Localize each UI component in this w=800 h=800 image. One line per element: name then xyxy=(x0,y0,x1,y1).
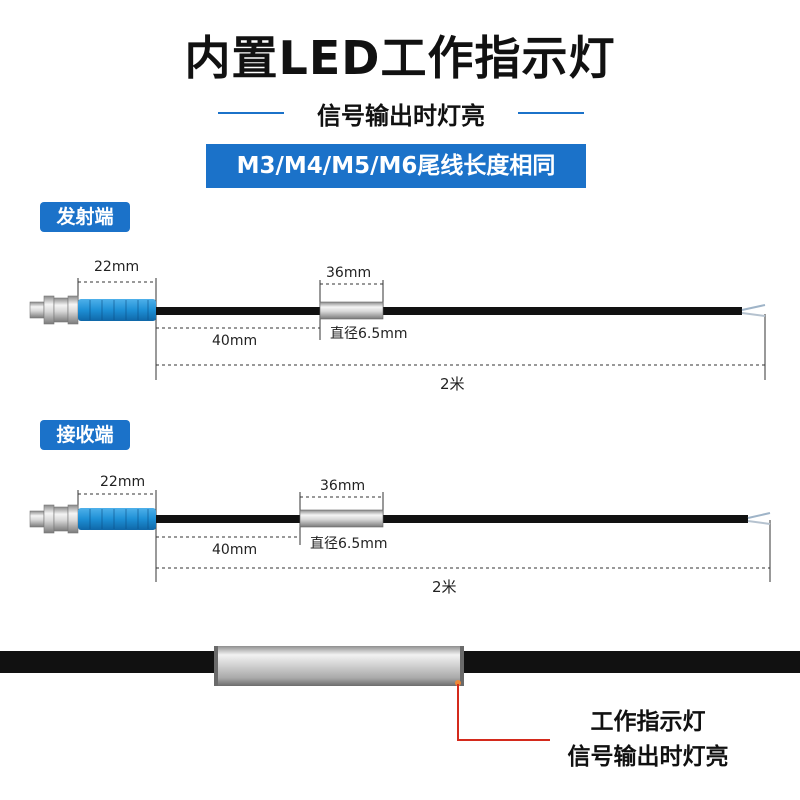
callout-line-2: 信号输出时灯亮 xyxy=(567,744,729,770)
receiver-cable xyxy=(156,515,748,523)
receiver-offset-label: 40mm xyxy=(212,542,258,558)
emitter-sleeve-length-label: 36mm xyxy=(326,265,372,281)
receiver-nut-2 xyxy=(67,504,79,534)
emitter-blue-sleeve xyxy=(78,299,156,321)
receiver-tag: 接收端 xyxy=(40,420,130,450)
emitter-nut-2 xyxy=(67,295,79,325)
receiver-thread xyxy=(53,506,69,532)
receiver-blue-sleeve xyxy=(78,508,156,530)
receiver-cable-length-label: 2米 xyxy=(432,578,457,596)
emitter-offset-label: 40mm xyxy=(212,333,258,349)
emitter-cable xyxy=(156,307,742,315)
receiver-diameter-label: 直径6.5mm xyxy=(310,536,388,552)
receiver-nut-1 xyxy=(43,504,55,534)
receiver-sensor xyxy=(29,490,771,582)
emitter-sensor xyxy=(29,278,766,380)
emitter-threaded-tip xyxy=(29,301,45,319)
receiver-sleeve-length-label: 36mm xyxy=(320,478,366,494)
emitter-tag: 发射端 xyxy=(40,202,130,232)
subtitle-row: 信号输出时灯亮 xyxy=(0,96,800,130)
emitter-cable-sleeve xyxy=(319,301,384,320)
emitter-nut-1 xyxy=(43,295,55,325)
emitter-wire-2 xyxy=(741,312,766,317)
receiver-wire-2 xyxy=(747,520,771,525)
emitter-wire-1 xyxy=(741,304,766,311)
receiver-probe-length-label: 22mm xyxy=(100,474,146,490)
receiver-cable-sleeve xyxy=(299,509,384,528)
emitter-diameter-label: 直径6.5mm xyxy=(330,326,408,342)
subtitle: 信号输出时灯亮 xyxy=(317,102,485,130)
cable-length-banner: M3/M4/M5/M6尾线长度相同 xyxy=(206,144,586,188)
emitter-cable-length-label: 2米 xyxy=(440,375,465,393)
callout-pointer-line xyxy=(457,684,550,741)
emitter-thread xyxy=(53,297,69,323)
closeup-metal-sleeve xyxy=(216,646,462,686)
receiver-threaded-tip xyxy=(29,510,45,528)
closeup-indicator xyxy=(0,646,800,741)
callout-line-1: 工作指示灯 xyxy=(590,709,706,735)
emitter-probe-length-label: 22mm xyxy=(94,259,140,275)
led-indicator-icon xyxy=(455,680,461,686)
subtitle-rule-left xyxy=(218,112,284,114)
page-title: 内置LED工作指示灯 xyxy=(184,31,616,85)
subtitle-rule-right xyxy=(518,112,584,114)
receiver-wire-1 xyxy=(747,512,771,519)
